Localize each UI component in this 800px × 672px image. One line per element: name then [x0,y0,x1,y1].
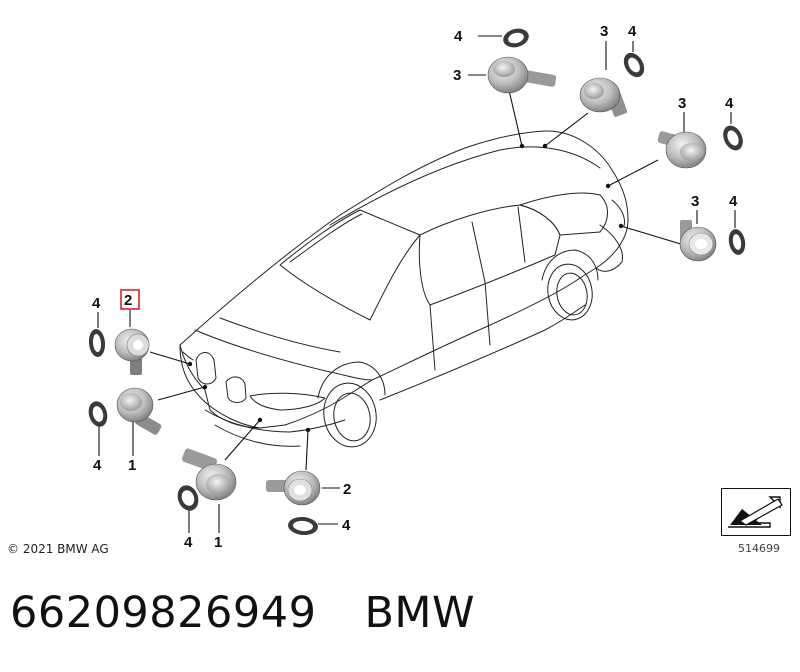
callout-front-left-sensor-lower[interactable]: 1 [128,457,136,474]
callout-right-upper-sensor[interactable]: 3 [678,95,686,112]
callout-top-left-sensor[interactable]: 3 [453,67,461,84]
diagram-reference-number: 514699 [738,542,780,555]
sensor-front-left-lower[interactable] [116,387,162,436]
footer-caption: 66209826949 BMW [10,588,475,638]
callout-front-left-ring[interactable]: 4 [92,295,101,312]
callout-right-lower-ring[interactable]: 4 [729,193,738,210]
callout-front-left-sensor-highlight[interactable]: 2 [124,292,132,309]
callout-top-left-ring[interactable]: 4 [454,28,463,45]
callout-front-mid-ring[interactable]: 4 [184,534,193,551]
ring-right-lower[interactable] [727,228,747,256]
sensor-right-lower[interactable] [679,220,717,262]
car-outline [179,130,629,448]
callout-top-mid-ring[interactable]: 4 [628,23,637,40]
callout-front-right-sensor[interactable]: 2 [343,481,351,498]
ring-top-left[interactable] [501,26,531,50]
ring-top-mid[interactable] [620,49,649,81]
sensor-front-left-upper[interactable] [114,328,150,375]
ring-front-left-upper[interactable] [88,328,106,357]
callout-front-right-ring[interactable]: 4 [342,517,351,534]
callout-right-upper-ring[interactable]: 4 [725,95,734,112]
callout-highlight-frame [120,289,140,310]
sensor-top-mid[interactable] [579,77,628,117]
parts-diagram: 4 3 3 4 3 4 3 4 4 2 4 1 4 1 2 4 [86,23,747,551]
ring-front-mid[interactable] [174,482,202,513]
leader-lines [97,35,736,533]
part-number: 66209826949 [10,588,317,638]
ring-right-upper[interactable] [719,122,746,153]
sensor-front-right[interactable] [266,470,321,506]
ring-front-left-lower[interactable] [86,399,110,429]
callout-front-mid-sensor[interactable]: 1 [214,534,222,551]
next-page-arrow-icon[interactable] [721,488,791,536]
callout-front-left-ring-lower[interactable]: 4 [93,457,102,474]
sensor-right-upper[interactable] [657,131,707,169]
callout-right-lower-sensor[interactable]: 3 [691,193,699,210]
sensor-front-mid[interactable] [181,448,237,501]
ring-front-right[interactable] [287,516,318,537]
brand-name: BMW [364,588,476,638]
sensor-top-left[interactable] [487,56,557,94]
copyright-notice: © 2021 BMW AG [7,542,109,556]
callout-top-mid-sensor[interactable]: 3 [600,23,608,40]
